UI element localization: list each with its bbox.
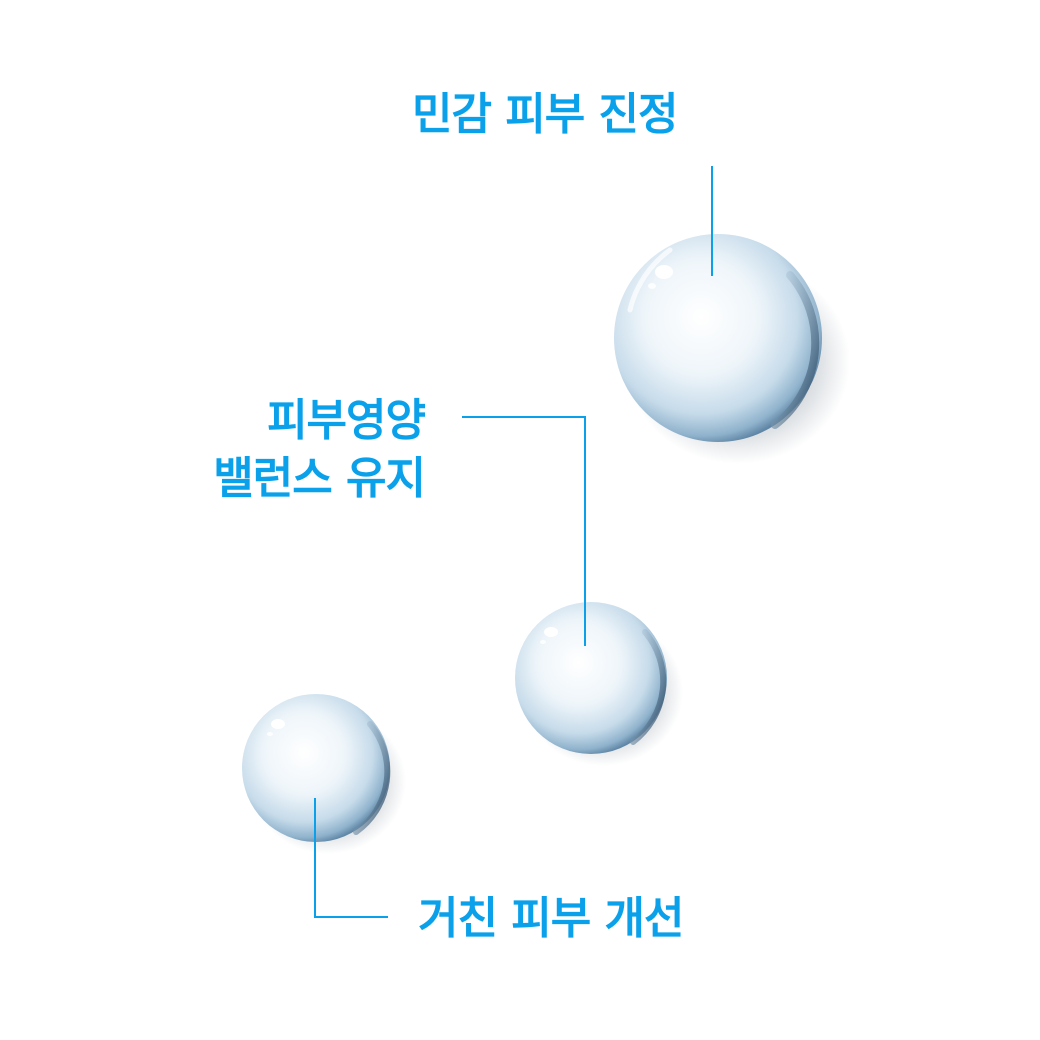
balance-label-line2: 밸런스 유지 xyxy=(213,453,426,504)
rough-skin-label: 거친 피부 개선 xyxy=(418,893,685,944)
large-drop-rim xyxy=(771,271,820,429)
large-drop-highlight xyxy=(655,265,673,279)
soothing-connector-line xyxy=(711,166,713,276)
balance-connector-vertical xyxy=(584,416,586,646)
rough-connector-vertical xyxy=(314,798,316,918)
small-drop-highlight-small xyxy=(267,732,273,736)
rough-connector-horizontal xyxy=(314,916,388,918)
medium-drop-body xyxy=(515,602,667,754)
medium-drop-highlight xyxy=(544,627,558,637)
small-water-drop-icon xyxy=(242,694,406,854)
balance-label: 피부영양 밸런스 유지 xyxy=(180,392,426,508)
balance-connector-horizontal xyxy=(462,416,586,418)
medium-drop-rim xyxy=(630,629,667,745)
large-drop-body xyxy=(614,234,822,442)
large-drop-edge-highlight xyxy=(627,247,673,313)
balance-label-line1: 피부영양 xyxy=(267,395,426,446)
large-water-drop-icon xyxy=(614,234,850,464)
soothing-label: 민감 피부 진정 xyxy=(412,89,679,140)
medium-water-drop-icon xyxy=(515,602,683,766)
small-drop-highlight xyxy=(271,719,285,729)
large-drop-highlight-small xyxy=(648,283,656,289)
medium-drop-highlight-small xyxy=(540,640,546,644)
small-drop-rim xyxy=(353,721,391,835)
small-drop-body xyxy=(242,694,390,842)
